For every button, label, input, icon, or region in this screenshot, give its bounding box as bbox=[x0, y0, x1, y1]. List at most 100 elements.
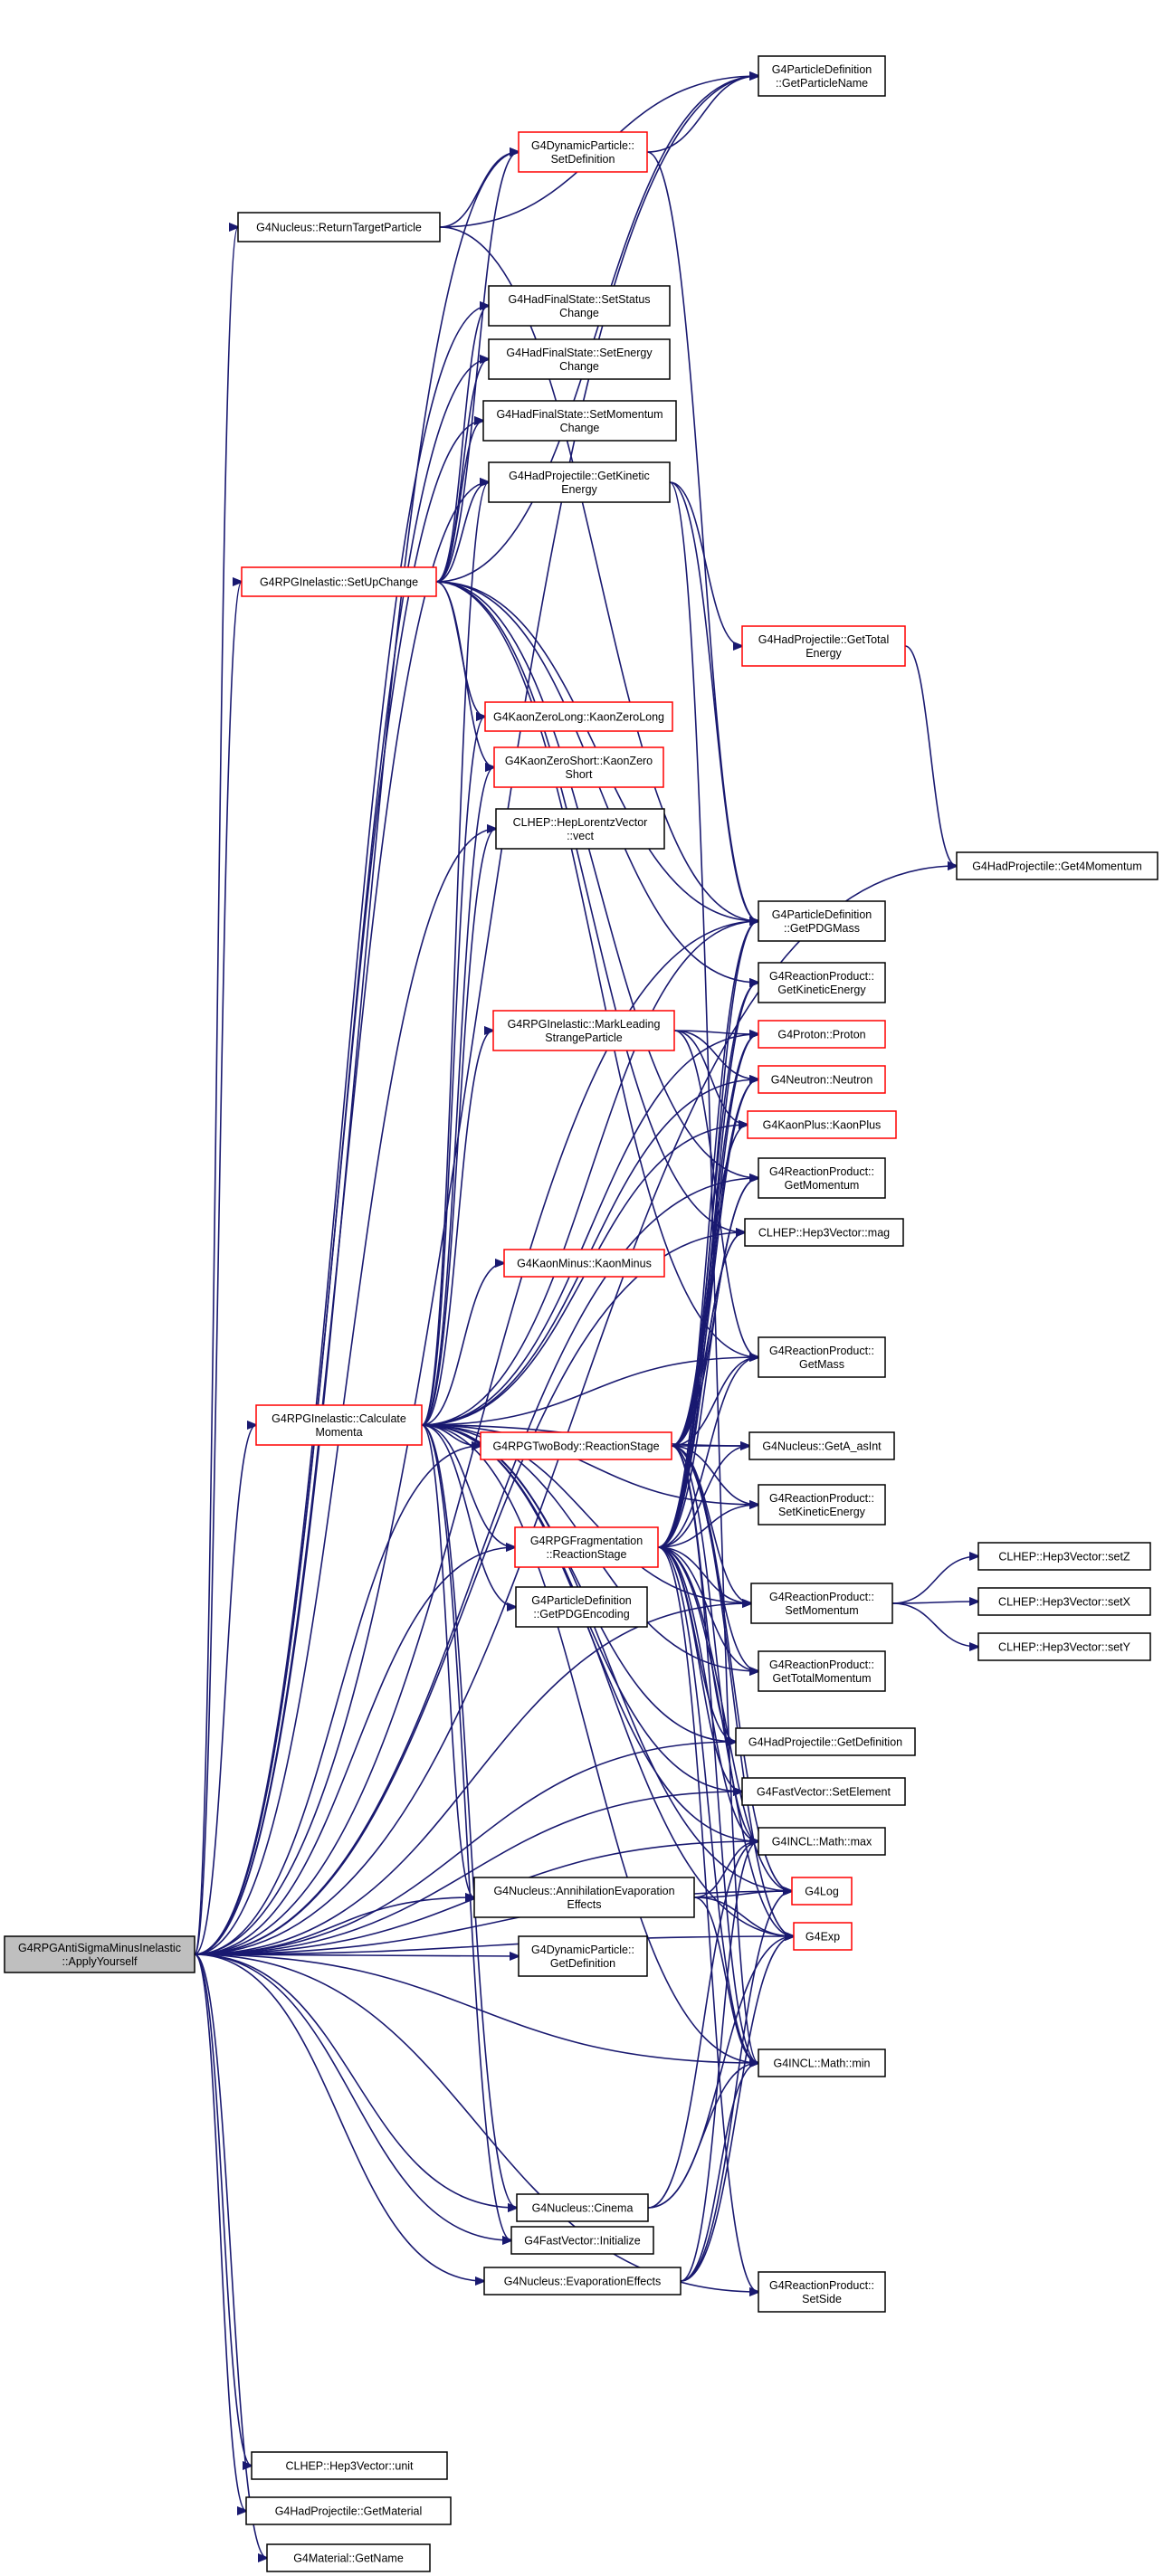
edge-root-to-getPDGMass bbox=[194, 921, 758, 1955]
node-hpGetDefinition[interactable]: G4HadProjectile::GetDefinition bbox=[735, 1727, 916, 1756]
node-unit[interactable]: CLHEP::Hep3Vector::unit bbox=[251, 2451, 448, 2480]
node-returnTarget[interactable]: G4Nucleus::ReturnTargetParticle bbox=[237, 212, 441, 242]
edge-setUpChange-to-rpGetMass bbox=[435, 581, 758, 1357]
node-box-unit bbox=[251, 2451, 448, 2480]
node-setZ[interactable]: CLHEP::Hep3Vector::setZ bbox=[977, 1542, 1151, 1571]
edge-fragmentation-to-getAasInt bbox=[657, 1446, 749, 1548]
node-box-setX bbox=[977, 1587, 1151, 1616]
node-box-setElement bbox=[741, 1777, 906, 1806]
node-label-rpSetKinetic-0: G4ReactionProduct:: bbox=[769, 1492, 874, 1505]
node-box-twoBody bbox=[480, 1431, 672, 1460]
node-dynGetDefinition[interactable]: G4DynamicParticle::GetDefinition bbox=[518, 1935, 648, 1977]
node-log[interactable]: G4Log bbox=[791, 1877, 853, 1906]
node-box-rpGetKinetic bbox=[758, 962, 886, 1003]
node-label-exp-0: G4Exp bbox=[806, 1931, 840, 1944]
edge-calculateMomenta-to-initialize bbox=[421, 1424, 511, 2240]
node-evaporation[interactable]: G4Nucleus::EvaporationEffects bbox=[483, 2267, 682, 2296]
node-get4Momentum[interactable]: G4HadProjectile::Get4Momentum bbox=[956, 851, 1158, 880]
node-label-dynSetDefinition-0: G4DynamicParticle:: bbox=[531, 139, 634, 152]
node-setElement[interactable]: G4FastVector::SetElement bbox=[741, 1777, 906, 1806]
edge-root-to-dynGetDefinition bbox=[194, 1954, 519, 1956]
edge-calculateMomenta-to-kaonZeroShort bbox=[421, 767, 494, 1426]
node-box-max bbox=[758, 1827, 886, 1856]
node-label-calculateMomenta-1: Momenta bbox=[315, 1426, 362, 1439]
edge-calculateMomenta-to-exp bbox=[421, 1424, 794, 1936]
node-cinema[interactable]: G4Nucleus::Cinema bbox=[516, 2193, 649, 2222]
node-setX[interactable]: CLHEP::Hep3Vector::setX bbox=[977, 1587, 1151, 1616]
node-label-annihilation-1: Effects bbox=[567, 1898, 602, 1911]
node-fragmentation[interactable]: G4RPGFragmentation::ReactionStage bbox=[514, 1526, 659, 1568]
edge-getTotalEnergy-to-get4Momentum bbox=[904, 645, 957, 866]
node-box-calculateMomenta bbox=[255, 1404, 423, 1446]
node-min[interactable]: G4INCL::Math::min bbox=[758, 2048, 886, 2077]
node-initialize[interactable]: G4FastVector::Initialize bbox=[510, 2226, 654, 2255]
node-exp[interactable]: G4Exp bbox=[793, 1922, 853, 1951]
edge-root-to-calculateMomenta bbox=[194, 1425, 256, 1955]
node-label-kaonMinus-0: G4KaonMinus::KaonMinus bbox=[517, 1258, 652, 1270]
edge-root-to-rpGetMomentum bbox=[194, 1178, 758, 1955]
node-annihilation[interactable]: G4Nucleus::AnnihilationEvaporationEffect… bbox=[473, 1877, 695, 1918]
node-mag[interactable]: CLHEP::Hep3Vector::mag bbox=[744, 1218, 904, 1247]
edge-root-to-twoBody bbox=[194, 1446, 481, 1955]
node-kaonPlus[interactable]: G4KaonPlus::KaonPlus bbox=[747, 1110, 897, 1139]
edge-cinema-to-min bbox=[647, 2063, 758, 2209]
edge-setUpChange-to-dynSetDefinition bbox=[435, 152, 519, 583]
node-getAasInt[interactable]: G4Nucleus::GetA_asInt bbox=[748, 1431, 895, 1460]
node-rpSetMomentum[interactable]: G4ReactionProduct::SetMomentum bbox=[750, 1583, 893, 1624]
node-setUpChange[interactable]: G4RPGInelastic::SetUpChange bbox=[241, 566, 437, 597]
node-rpSetSide[interactable]: G4ReactionProduct::SetSide bbox=[758, 2271, 886, 2313]
node-twoBody[interactable]: G4RPGTwoBody::ReactionStage bbox=[480, 1431, 672, 1460]
edge-markLeading-to-neutron bbox=[673, 1030, 758, 1079]
node-vect[interactable]: CLHEP::HepLorentzVector::vect bbox=[495, 808, 665, 850]
node-label-setEnergy-0: G4HadFinalState::SetEnergy bbox=[506, 347, 653, 359]
node-rpGetMass[interactable]: G4ReactionProduct::GetMass bbox=[758, 1336, 886, 1378]
node-markLeading[interactable]: G4RPGInelastic::MarkLeadingStrangePartic… bbox=[492, 1010, 675, 1051]
node-kaonZeroLong[interactable]: G4KaonZeroLong::KaonZeroLong bbox=[484, 701, 673, 732]
node-rpGetMomentum[interactable]: G4ReactionProduct::GetMomentum bbox=[758, 1157, 886, 1199]
edge-returnTarget-to-dynSetDefinition bbox=[439, 152, 519, 228]
node-proton[interactable]: G4Proton::Proton bbox=[758, 1020, 886, 1049]
node-max[interactable]: G4INCL::Math::max bbox=[758, 1827, 886, 1856]
node-getPDGMass[interactable]: G4ParticleDefinition::GetPDGMass bbox=[758, 900, 886, 942]
node-kaonMinus[interactable]: G4KaonMinus::KaonMinus bbox=[503, 1249, 665, 1278]
edge-setUpChange-to-setEnergy bbox=[435, 359, 489, 583]
edge-getKinetic-to-getPDGMass bbox=[669, 481, 758, 921]
node-label-getTotalEnergy-0: G4HadProjectile::GetTotal bbox=[758, 633, 890, 646]
node-kaonZeroShort[interactable]: G4KaonZeroShort::KaonZeroShort bbox=[493, 746, 664, 788]
node-getName[interactable]: G4Material::GetName bbox=[266, 2543, 431, 2572]
node-box-getPDGEncoding bbox=[515, 1586, 648, 1628]
edge-fragmentation-to-rpGetKinetic bbox=[657, 983, 758, 1548]
node-neutron[interactable]: G4Neutron::Neutron bbox=[758, 1065, 886, 1094]
node-root[interactable]: G4RPGAntiSigmaMinusInelastic::ApplyYours… bbox=[4, 1935, 195, 1973]
node-getMaterial[interactable]: G4HadProjectile::GetMaterial bbox=[245, 2496, 452, 2525]
node-label-root-0: G4RPGAntiSigmaMinusInelastic bbox=[18, 1942, 181, 1954]
node-label-getPDGMass-1: ::GetPDGMass bbox=[784, 922, 860, 935]
node-label-kaonPlus-0: G4KaonPlus::KaonPlus bbox=[763, 1119, 882, 1132]
edge-fragmentation-to-rpGetTotalMomentum bbox=[657, 1546, 758, 1671]
node-dynSetDefinition[interactable]: G4DynamicParticle::SetDefinition bbox=[518, 131, 648, 173]
node-getParticleName[interactable]: G4ParticleDefinition::GetParticleName bbox=[758, 55, 886, 97]
edge-returnTarget-to-getPDGMass bbox=[439, 226, 758, 921]
node-rpSetKinetic[interactable]: G4ReactionProduct::SetKineticEnergy bbox=[758, 1484, 886, 1526]
node-rpGetKinetic[interactable]: G4ReactionProduct::GetKineticEnergy bbox=[758, 962, 886, 1003]
node-label-kaonZeroShort-1: Short bbox=[566, 768, 593, 781]
edge-setUpChange-to-kaonZeroShort bbox=[435, 581, 494, 767]
node-rpGetTotalMomentum[interactable]: G4ReactionProduct::GetTotalMomentum bbox=[758, 1650, 886, 1692]
node-label-dynGetDefinition-1: GetDefinition bbox=[550, 1957, 615, 1970]
node-box-dynGetDefinition bbox=[518, 1935, 648, 1977]
edge-fragmentation-to-exp bbox=[657, 1546, 794, 1936]
node-label-rpSetKinetic-1: SetKineticEnergy bbox=[778, 1506, 866, 1518]
node-box-evaporation bbox=[483, 2267, 682, 2296]
node-box-root bbox=[4, 1935, 195, 1973]
node-label-getTotalEnergy-1: Energy bbox=[806, 647, 842, 660]
node-getPDGEncoding[interactable]: G4ParticleDefinition::GetPDGEncoding bbox=[515, 1586, 648, 1628]
edge-root-to-setStatus bbox=[194, 306, 489, 1955]
node-getKinetic[interactable]: G4HadProjectile::GetKineticEnergy bbox=[488, 461, 671, 503]
node-setY[interactable]: CLHEP::Hep3Vector::setY bbox=[977, 1632, 1151, 1661]
